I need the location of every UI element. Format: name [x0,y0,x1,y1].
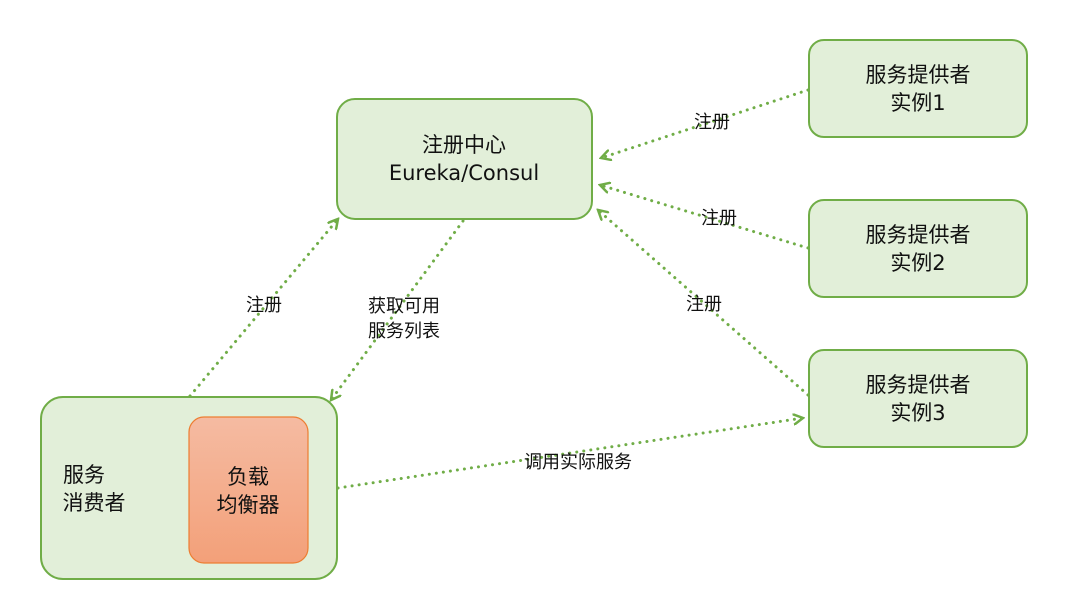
provider-3-instance: 实例3 [890,401,945,425]
consumer-label-line2: 消费者 [63,491,126,515]
provider-1-instance: 实例1 [890,91,945,115]
provider-node-1: 服务提供者 实例1 [808,39,1028,138]
edge-invoke-service [336,418,803,490]
edge-provider3-register [598,210,810,397]
load-balancer-label-line1: 负载 [227,465,269,489]
edge-provider1-register [601,88,810,158]
consumer-node: 服务 消费者 负载 均衡器 [40,396,338,580]
provider-2-title: 服务提供者 [866,223,971,247]
label-fetch-line2: 服务列表 [368,321,440,342]
provider-3-title: 服务提供者 [866,373,971,397]
edge-consumer-register [188,219,338,398]
label-consumer-register: 注册 [246,295,282,316]
load-balancer-node [188,416,309,564]
label-fetch-line1: 获取可用 [368,296,440,317]
consumer-label-line1: 服务 [63,463,105,487]
edge-provider2-register [600,185,810,250]
registry-subtitle: Eureka/Consul [389,161,539,185]
provider-2-instance: 实例2 [890,251,945,275]
registry-title: 注册中心 [422,133,506,157]
load-balancer-label-line2: 均衡器 [217,493,280,517]
registry-node: 注册中心 Eureka/Consul [336,98,593,220]
provider-node-3: 服务提供者 实例3 [808,349,1028,448]
label-invoke-service: 调用实际服务 [524,452,632,473]
provider-1-title: 服务提供者 [866,63,971,87]
label-provider2-register: 注册 [701,208,737,229]
label-provider1-register: 注册 [694,112,730,133]
provider-node-2: 服务提供者 实例2 [808,199,1028,298]
edge-fetch-service-list [331,219,465,400]
label-provider3-register: 注册 [686,294,722,315]
